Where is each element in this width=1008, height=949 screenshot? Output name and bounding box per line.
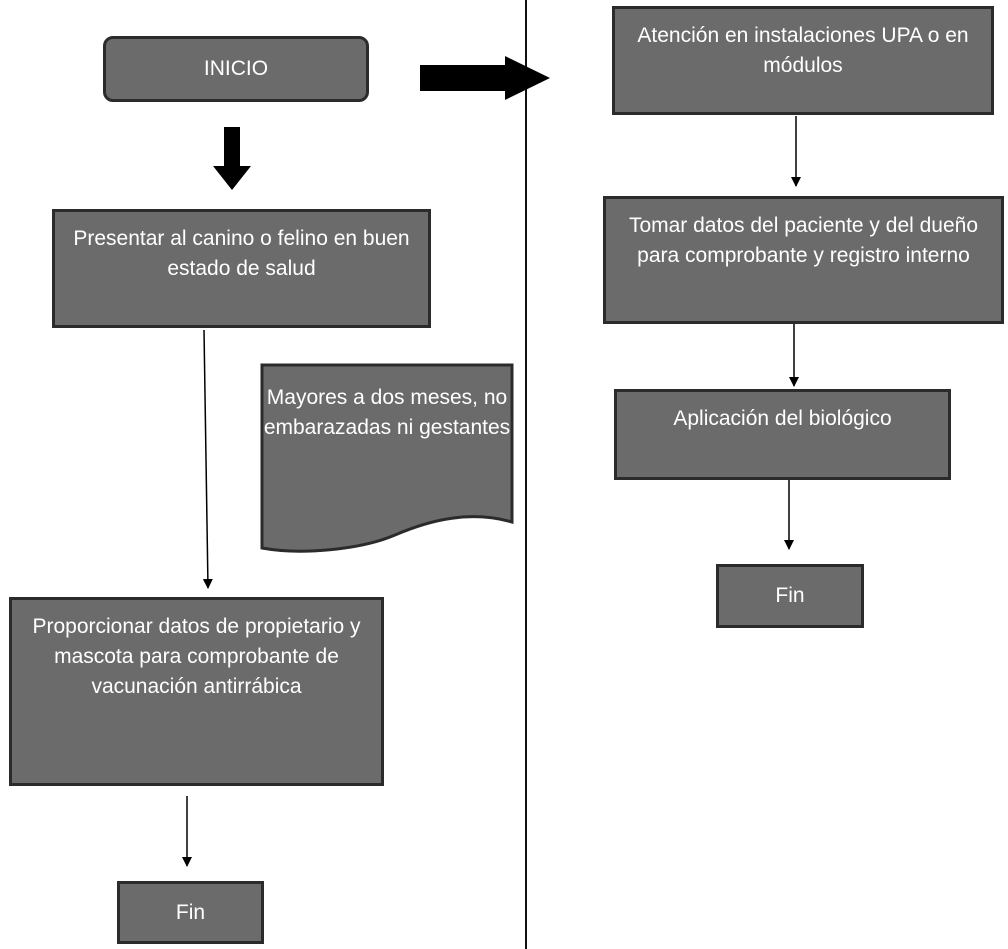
end-left-label: Fin (175, 900, 206, 924)
step-apply-biologic-label: Aplicación del biológico (673, 407, 892, 430)
step-present-pet-label: Presentar al canino o felino en buen est… (73, 227, 410, 280)
note-shape (260, 363, 514, 553)
step-take-data-label: Tomar datos del paciente y del dueño par… (628, 214, 979, 267)
start-node: INICIO (103, 36, 369, 102)
step-attention-label: Atención en instalaciones UPA o en módul… (637, 24, 969, 77)
end-node-left: Fin (117, 881, 264, 944)
step-owner-data-label: Proporcionar datos de propietario y masc… (32, 615, 361, 698)
big-arrow-right (420, 56, 550, 100)
step-present-pet: Presentar al canino o felino en buen est… (52, 209, 431, 328)
big-arrow-down (213, 127, 251, 190)
end-right-label: Fin (775, 584, 805, 607)
start-label: INICIO (203, 57, 269, 80)
note-requirements: Mayores a dos meses, no embarazadas ni g… (262, 383, 512, 443)
step-take-data: Tomar datos del paciente y del dueño par… (603, 196, 1004, 324)
arrow-step1-to-step2 (202, 329, 213, 589)
note-requirements-label: Mayores a dos meses, no embarazadas ni g… (263, 386, 511, 439)
step-attention: Atención en instalaciones UPA o en módul… (612, 6, 994, 115)
step-owner-data: Proporcionar datos de propietario y masc… (9, 597, 384, 786)
end-node-right: Fin (716, 564, 864, 628)
column-divider (525, 0, 527, 949)
step-apply-biologic: Aplicación del biológico (614, 389, 951, 480)
